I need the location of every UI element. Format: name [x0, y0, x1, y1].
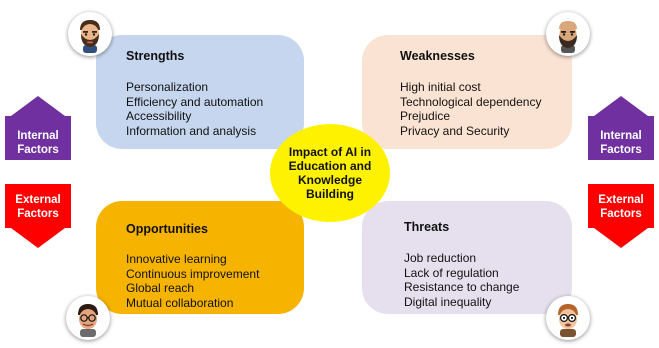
- strengths-list: Personalization Efficiency and automatio…: [126, 80, 263, 138]
- list-item: Global reach: [126, 281, 195, 295]
- list-item: Continuous improvement: [126, 266, 260, 281]
- arrow-up-icon: [588, 96, 654, 160]
- strengths-title: Strengths: [126, 49, 185, 63]
- list-item: Personalization: [126, 80, 209, 94]
- list-item: Resistance to change: [404, 280, 520, 294]
- opportunities-title: Opportunities: [126, 222, 208, 236]
- threats-title: Threats: [404, 220, 450, 234]
- internal-factors-label: Internal Factors: [600, 130, 642, 156]
- weaknesses-avatar: [546, 12, 590, 56]
- external-factors-label: External Factors: [598, 194, 644, 220]
- list-item: Prejudice: [400, 109, 451, 123]
- list-item: Information and analysis: [126, 123, 257, 138]
- internal-factors-label: Internal Factors: [17, 130, 59, 156]
- external-factors-label: External Factors: [15, 194, 61, 220]
- list-item: High initial cost: [400, 80, 481, 94]
- external-factors-arrow-right: External Factors: [588, 184, 654, 248]
- man-with-beard-avatar-icon: [80, 20, 100, 53]
- opportunities-list: Innovative learning Continuous improveme…: [126, 252, 259, 310]
- list-item: Job reduction: [404, 251, 477, 265]
- list-item: Efficiency and automation: [126, 94, 264, 109]
- internal-factors-arrow-left: Internal Factors: [5, 96, 71, 160]
- threats-box: Threats Job reduction Lack of regulation…: [362, 201, 572, 314]
- center-topic-title: Impact of AI in Education and Knowledge …: [288, 145, 372, 201]
- list-item: Technological dependency: [400, 94, 542, 109]
- man-with-glasses-avatar-icon: [78, 304, 98, 337]
- strengths-box: Strengths Personalization Efficiency and…: [96, 35, 304, 149]
- list-item: Privacy and Security: [400, 123, 510, 138]
- man-with-beard-avatar-icon: [559, 21, 577, 53]
- man-with-glasses-avatar-icon: [558, 304, 578, 337]
- weaknesses-box: Weaknesses High initial cost Technologic…: [362, 35, 572, 149]
- weaknesses-list: High initial cost Technological dependen…: [400, 80, 541, 138]
- list-item: Accessibility: [126, 109, 192, 123]
- arrow-up-icon: [5, 96, 71, 160]
- list-item: Mutual collaboration: [126, 295, 234, 310]
- opportunities-avatar: [66, 296, 110, 340]
- strengths-avatar: [68, 12, 112, 56]
- threats-avatar: [546, 296, 590, 340]
- list-item: Digital inequality: [404, 294, 492, 309]
- arrow-down-icon: [5, 184, 71, 248]
- internal-factors-arrow-right: Internal Factors: [588, 96, 654, 160]
- center-topic-circle: Impact of AI in Education and Knowledge …: [270, 124, 390, 222]
- list-item: Lack of regulation: [404, 265, 499, 280]
- opportunities-box: Opportunities Innovative learning Contin…: [96, 201, 304, 314]
- external-factors-arrow-left: External Factors: [5, 184, 71, 248]
- arrow-down-icon: [588, 184, 654, 248]
- list-item: Innovative learning: [126, 252, 227, 266]
- threats-list: Job reduction Lack of regulation Resista…: [404, 251, 519, 309]
- weaknesses-title: Weaknesses: [400, 49, 475, 63]
